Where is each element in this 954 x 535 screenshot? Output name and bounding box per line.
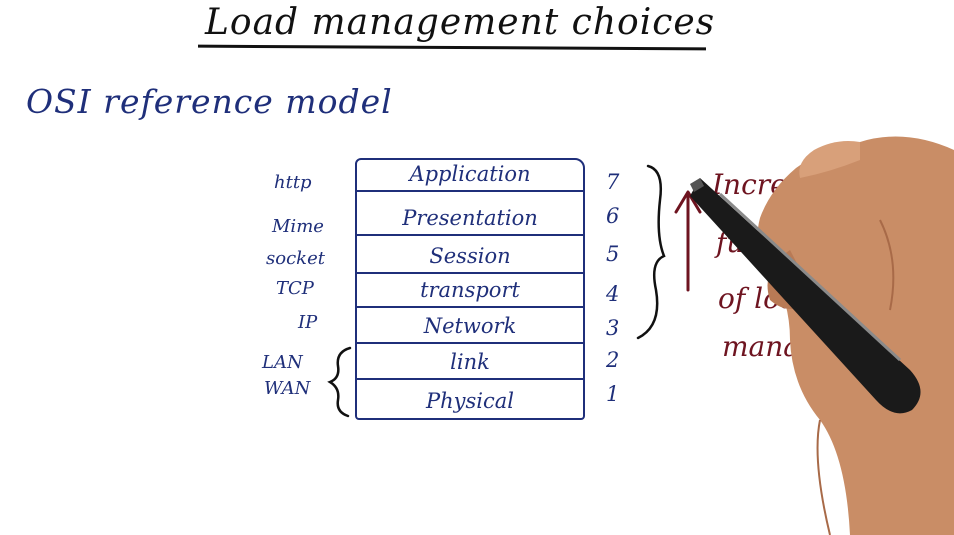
layer-label: Session	[429, 244, 511, 268]
layer-physical: Physical	[355, 384, 585, 418]
layer-link: link	[355, 346, 585, 380]
protocol-label-ip: IP	[298, 312, 318, 333]
layer-presentation: Presentation	[355, 202, 585, 236]
protocol-label-lan: LAN	[262, 352, 303, 373]
right-brace-icon	[636, 164, 666, 340]
layer-application: Application	[355, 158, 585, 192]
layer-number-3: 3	[606, 316, 620, 340]
layer-transport: transport	[355, 274, 585, 308]
left-brace-icon	[327, 346, 352, 418]
layer-label: link	[450, 350, 490, 374]
page-title: Load management choices	[205, 2, 716, 43]
layer-number-2: 2	[606, 348, 620, 372]
layer-session: Session	[355, 240, 585, 274]
layer-label: Presentation	[402, 206, 538, 230]
layer-number-7: 7	[606, 170, 620, 194]
diagram-subtitle: OSI reference model	[26, 82, 393, 121]
layer-label: Physical	[425, 389, 514, 413]
protocol-label-http: http	[274, 172, 312, 193]
layer-network: Network	[355, 310, 585, 344]
layer-number-6: 6	[606, 204, 620, 228]
layer-label: transport	[420, 278, 520, 302]
layer-label: Application	[409, 162, 531, 186]
layer-number-4: 4	[606, 282, 620, 306]
layer-label: Network	[423, 314, 517, 338]
protocol-label-tcp: TCP	[276, 278, 314, 299]
hand-with-pen-icon	[690, 136, 954, 535]
protocol-label-socket: socket	[266, 248, 325, 269]
protocol-label-wan: WAN	[264, 378, 311, 399]
increase-arrow-head-icon	[674, 190, 702, 214]
stack-frame	[355, 158, 585, 420]
protocol-label-mime: Mime	[272, 216, 324, 237]
layer-number-1: 1	[606, 382, 620, 406]
osi-layer-stack: Application Presentation Session transpo…	[355, 158, 585, 420]
layer-number-5: 5	[606, 242, 620, 266]
